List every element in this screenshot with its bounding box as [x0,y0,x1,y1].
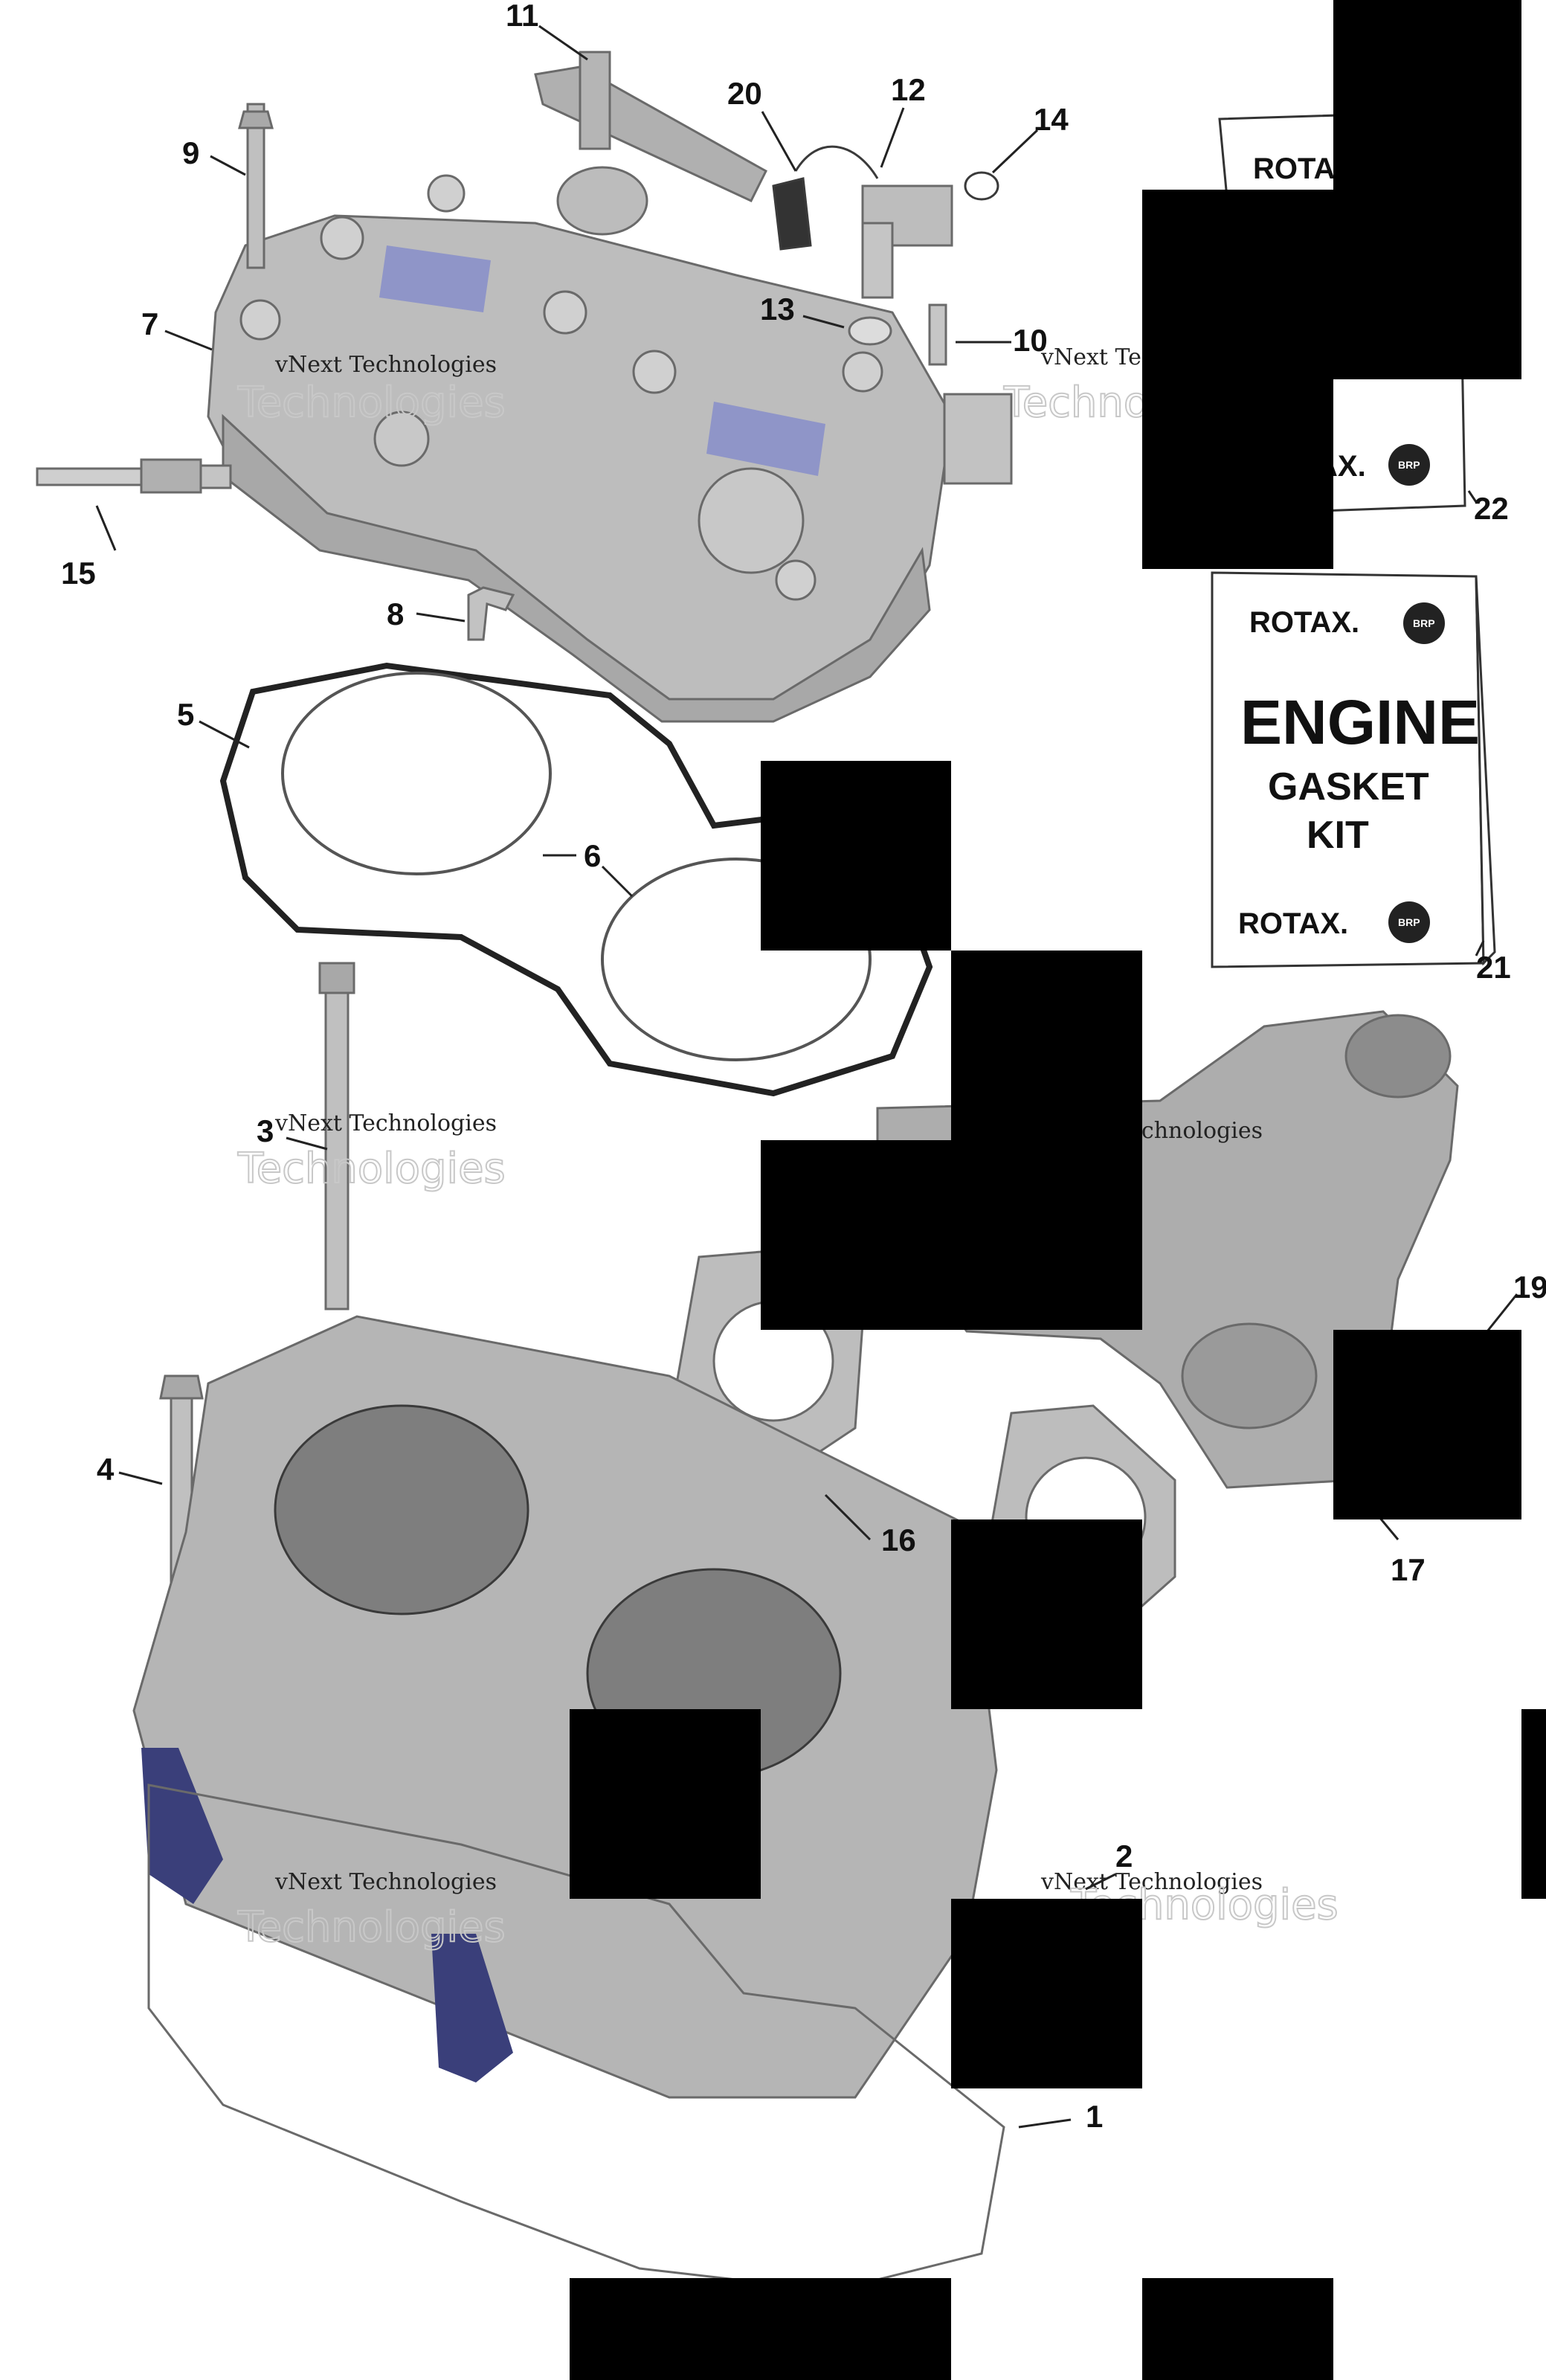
callout-5: 5 [177,697,194,732]
leader-lines [95,25,1518,2129]
elbow-fitting [467,586,515,641]
callout-15: 15 [61,556,96,591]
redaction-block [951,951,1142,1330]
o-ring [601,858,872,1061]
callout-10: 10 [1013,323,1048,358]
callout-4: 4 [97,1452,115,1487]
redaction-block [570,1709,761,1899]
brp-logo-icon [1403,602,1445,644]
svg-text:vNext Technologies: vNext Technologies [274,1869,497,1895]
callout-1: 1 [1086,2099,1103,2134]
head-bolt [238,103,274,269]
redaction-block [570,2278,951,2380]
svg-text:BRP: BRP [1413,617,1435,629]
watermark: vNext Technologies Technologies vNext Te… [236,344,1339,1952]
brp-logo-icon [1388,444,1430,486]
redaction-block [951,1899,1142,2088]
callout-22: 22 [1474,491,1509,526]
callout-17: 17 [1391,1552,1426,1587]
svg-text:BRP: BRP [1398,916,1420,928]
callout-14: 14 [1034,102,1069,137]
redaction-block [1333,0,1521,379]
callout-16: 16 [881,1522,916,1557]
redaction-block [1333,1330,1521,1519]
cylinder-bolt [318,962,355,1310]
hose-fitting [928,303,947,366]
svg-text:vNext Technologies: vNext Technologies [1040,1869,1263,1895]
callout-numbers: 1 2 3 4 5 6 7 8 9 10 11 12 13 14 15 16 1… [61,0,1546,2134]
svg-text:Technologies: Technologies [237,1145,506,1193]
svg-text:vNext Technologies: vNext Technologies [274,352,497,378]
svg-text:Technologies: Technologies [237,1903,506,1952]
o-ring [281,672,552,875]
callout-6: 6 [584,838,601,873]
sealing-washer [848,316,892,346]
callout-9: 9 [182,135,199,170]
redaction-block [1142,2278,1333,2380]
redaction-block [761,761,951,951]
callout-20: 20 [727,76,762,111]
redaction-block [1521,1709,1546,1899]
brp-logo-icon [1388,901,1430,943]
kit-card-line2: GASKET [1268,765,1429,808]
callout-7: 7 [141,306,158,341]
engine-gasket-kit-card: ROTAX. ENGINE GASKET KIT ROTAX. BRP BRP [1211,571,1496,968]
kit-card-brand-top: ROTAX. [1249,606,1359,639]
kit-card-brand-bottom: ROTAX. [1238,907,1348,940]
svg-text:vNext Technologies: vNext Technologies [274,1110,497,1136]
callout-19: 19 [1513,1270,1546,1305]
kit-card-title: ENGINE [1240,687,1480,757]
svg-text:Technologies: Technologies [237,379,506,427]
cylinder-head [207,174,1013,723]
redaction-block [761,1140,951,1330]
callout-12: 12 [891,72,926,107]
callout-21: 21 [1476,950,1511,985]
head-gasket [219,662,933,1097]
bracket-clip [534,51,767,236]
redaction-blocks [570,0,1546,2380]
callout-11: 11 [506,0,538,33]
redaction-block [951,1519,1142,1709]
kit-card-line3: KIT [1307,814,1369,857]
callout-8: 8 [387,596,404,631]
callout-3: 3 [257,1113,274,1148]
redaction-block [1142,190,1333,569]
cylinder-block [132,1315,1005,2292]
temperature-sensor [772,145,999,299]
svg-text:BRP: BRP [1398,459,1420,471]
callout-13: 13 [760,292,795,327]
spark-plug [36,458,232,494]
callout-2: 2 [1115,1839,1133,1874]
